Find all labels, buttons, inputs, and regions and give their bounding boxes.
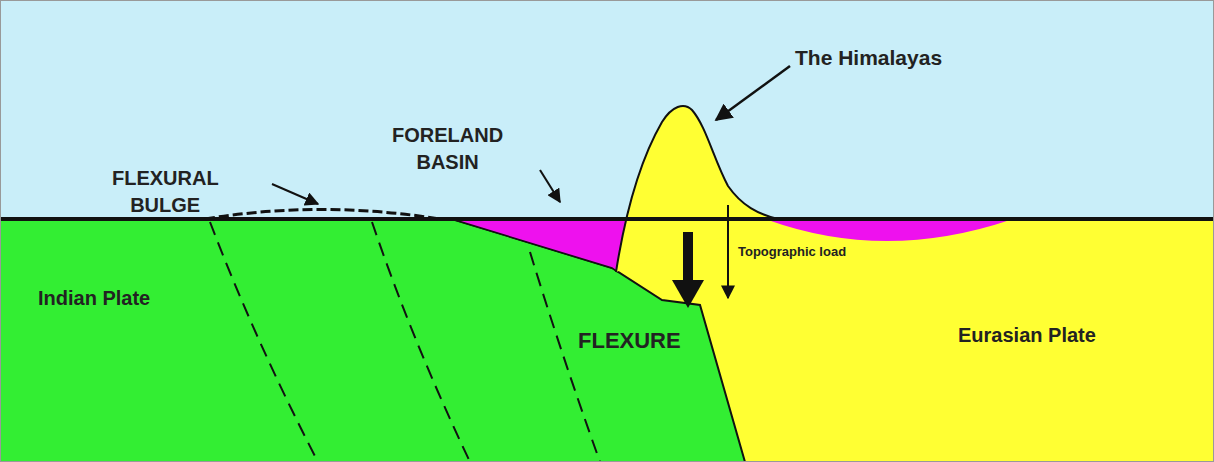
process-label: FLEXURE (578, 326, 681, 356)
leader-arrow (272, 184, 318, 204)
label-text: Topographic load (738, 243, 846, 261)
force-label: Topographic load (738, 243, 846, 261)
plate-label: Eurasian Plate (958, 322, 1096, 349)
part-label: The Himalayas (795, 44, 942, 72)
foreland-basin-fill (455, 220, 632, 272)
flexural-bulge-line (205, 210, 440, 220)
label-text: Eurasian Plate (958, 322, 1096, 349)
eurasian-plate (0, 219, 1214, 462)
back-basin-fill (768, 220, 1010, 241)
label-text: FLEXURE (578, 326, 681, 356)
flexure-arrow-shaft (683, 232, 693, 282)
dashed-fault (372, 222, 470, 462)
ground-line (0, 217, 1214, 221)
dashed-fault (210, 222, 318, 462)
leader-arrow (540, 170, 560, 202)
plate-label: Indian Plate (38, 285, 150, 312)
leader-arrow (716, 66, 790, 120)
part-label: FLEXURAL BULGE (112, 165, 218, 219)
label-text: Indian Plate (38, 285, 150, 312)
label-text: FORELAND BASIN (392, 122, 503, 176)
part-label: FORELAND BASIN (392, 122, 503, 176)
flexure-arrow-head (672, 280, 704, 308)
dashed-fault (530, 252, 600, 462)
load-arrow (727, 205, 729, 298)
label-text: FLEXURAL BULGE (112, 165, 218, 219)
label-text: The Himalayas (795, 44, 942, 72)
plate-boundary (455, 220, 745, 462)
